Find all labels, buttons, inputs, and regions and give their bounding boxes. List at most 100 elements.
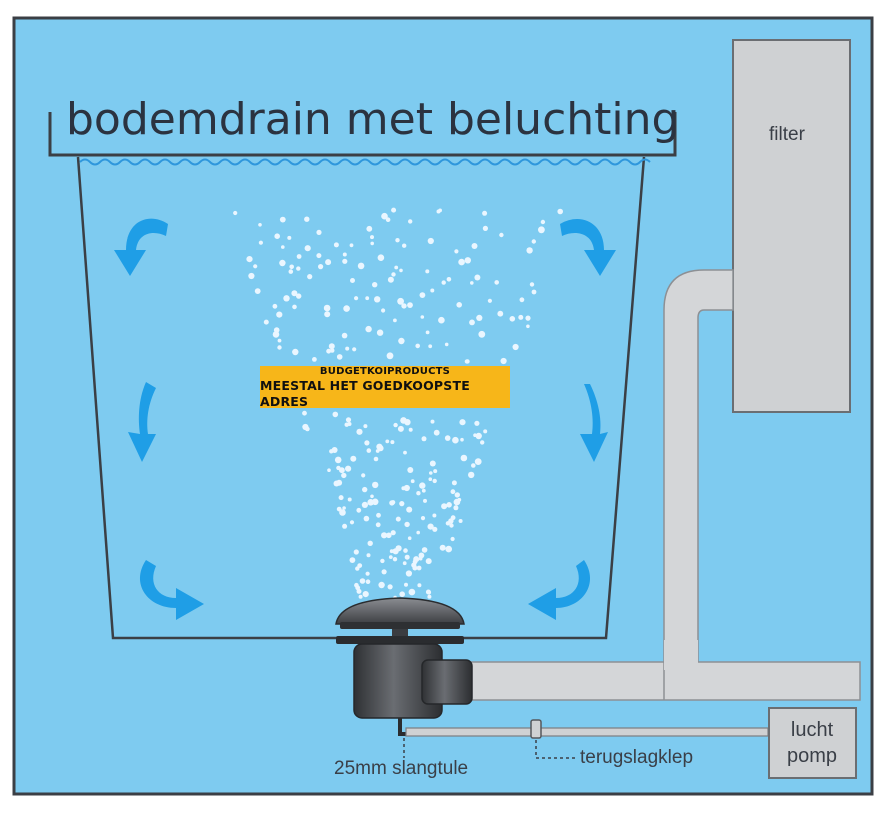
air-bubble-icon [354,582,359,588]
air-bubble-icon [410,479,415,484]
air-bubble-icon [471,463,476,468]
air-bubble-icon [276,311,283,318]
air-bubble-icon [347,422,352,426]
air-bubble-icon [292,348,299,356]
air-bubble-icon [444,435,451,441]
air-bubble-icon [421,488,426,493]
air-bubble-icon [470,281,474,285]
air-bubble-icon [350,278,355,283]
air-bubble-icon [404,582,408,587]
check-valve-leader [535,740,578,759]
air-bubble-icon [406,506,413,513]
air-bubble-icon [332,411,339,418]
air-bubble-icon [404,521,410,528]
air-bubble-icon [531,239,536,244]
air-bubble-icon [465,359,470,364]
pond-bracket [48,112,677,157]
watermark-line1: BUDGETKOIPRODUCTS [319,365,451,377]
air-bubble-icon [458,258,465,266]
air-bubble-icon [377,254,385,261]
air-bubble-icon [525,315,531,321]
air-bubble-icon [441,503,448,510]
air-bubble-icon [381,532,388,539]
air-bubble-icon [336,479,343,486]
air-bubble-icon [296,254,302,259]
air-bubble-icon [375,449,380,453]
air-bubble-icon [538,226,545,234]
water-surface [79,158,651,166]
air-bubble-icon [404,554,410,560]
air-bubble-icon [336,354,343,360]
air-bubble-icon [289,264,295,270]
air-bubble-icon [392,548,399,555]
air-bubble-icon [393,422,398,428]
air-bubble-icon [325,306,330,312]
air-bubble-icon [363,515,370,522]
air-bubble-icon [540,219,546,225]
air-bubble-icon [439,544,446,551]
air-line [405,719,769,739]
air-bubble-icon [403,450,407,455]
air-bubble-icon [421,436,427,442]
air-bubble-icon [399,501,405,507]
air-bubble-icon [356,588,362,594]
air-bubble-icon [253,264,258,269]
air-bubble-icon [342,523,348,529]
air-bubble-icon [453,505,459,511]
air-bubble-icon [370,494,374,499]
air-bubble-icon [423,498,427,503]
air-bubble-icon [272,331,280,338]
air-bubble-icon [487,298,492,303]
air-bubble-icon [441,280,446,285]
air-bubble-icon [432,513,437,518]
air-bubble-icon [395,238,400,243]
circulation-arrow-icon [128,382,156,462]
air-bubble-icon [390,530,396,536]
air-bubble-icon [401,303,407,309]
air-bubble-icon [302,423,309,431]
air-bubble-icon [419,292,426,298]
circulation-arrow-icon [139,560,204,620]
air-bubble-icon [397,425,404,432]
air-bubble-icon [408,219,413,224]
air-bubble-icon [416,565,422,571]
air-bubble-icon [341,332,348,339]
air-bubble-icon [474,420,480,426]
air-bubble-icon [417,583,422,588]
air-bubble-icon [372,481,379,489]
air-pump-box [768,707,857,779]
air-bubble-icon [365,579,371,584]
air-bubble-icon [412,565,418,571]
filter-label: filter [769,124,806,145]
air-bubble-icon [277,338,282,343]
air-bubble-icon [426,590,432,595]
air-bubble-icon [399,591,406,597]
air-bubble-icon [386,532,392,539]
air-bubble-icon [425,269,430,274]
air-bubble-icon [526,324,530,329]
air-bubble-icon [471,243,478,249]
air-bubble-icon [352,347,357,352]
air-bubble-icon [381,569,387,575]
air-bubble-icon [372,282,378,288]
air-bubble-icon [436,209,441,214]
air-bubble-icon [357,262,365,270]
air-bubble-icon [418,552,425,559]
air-bubble-icon [366,553,371,558]
air-bubble-icon [274,233,281,239]
air-bubble-icon [272,303,278,309]
watermark-banner: BUDGETKOIPRODUCTS MEESTAL HET GOEDKOOPST… [260,365,510,409]
air-bubble-icon [453,498,461,506]
air-bubble-icon [254,288,261,294]
air-bubble-icon [458,519,463,523]
filter-box [732,39,851,413]
air-bubble-icon [450,536,455,542]
air-bubble-icon [279,216,286,223]
air-bubble-icon [454,249,459,254]
air-bubble-icon [420,315,425,319]
air-bubble-icon [281,245,285,249]
air-bubble-icon [480,440,485,445]
air-bubble-icon [408,588,416,596]
air-bubble-icon [376,329,384,336]
air-bubble-icon [342,506,346,510]
